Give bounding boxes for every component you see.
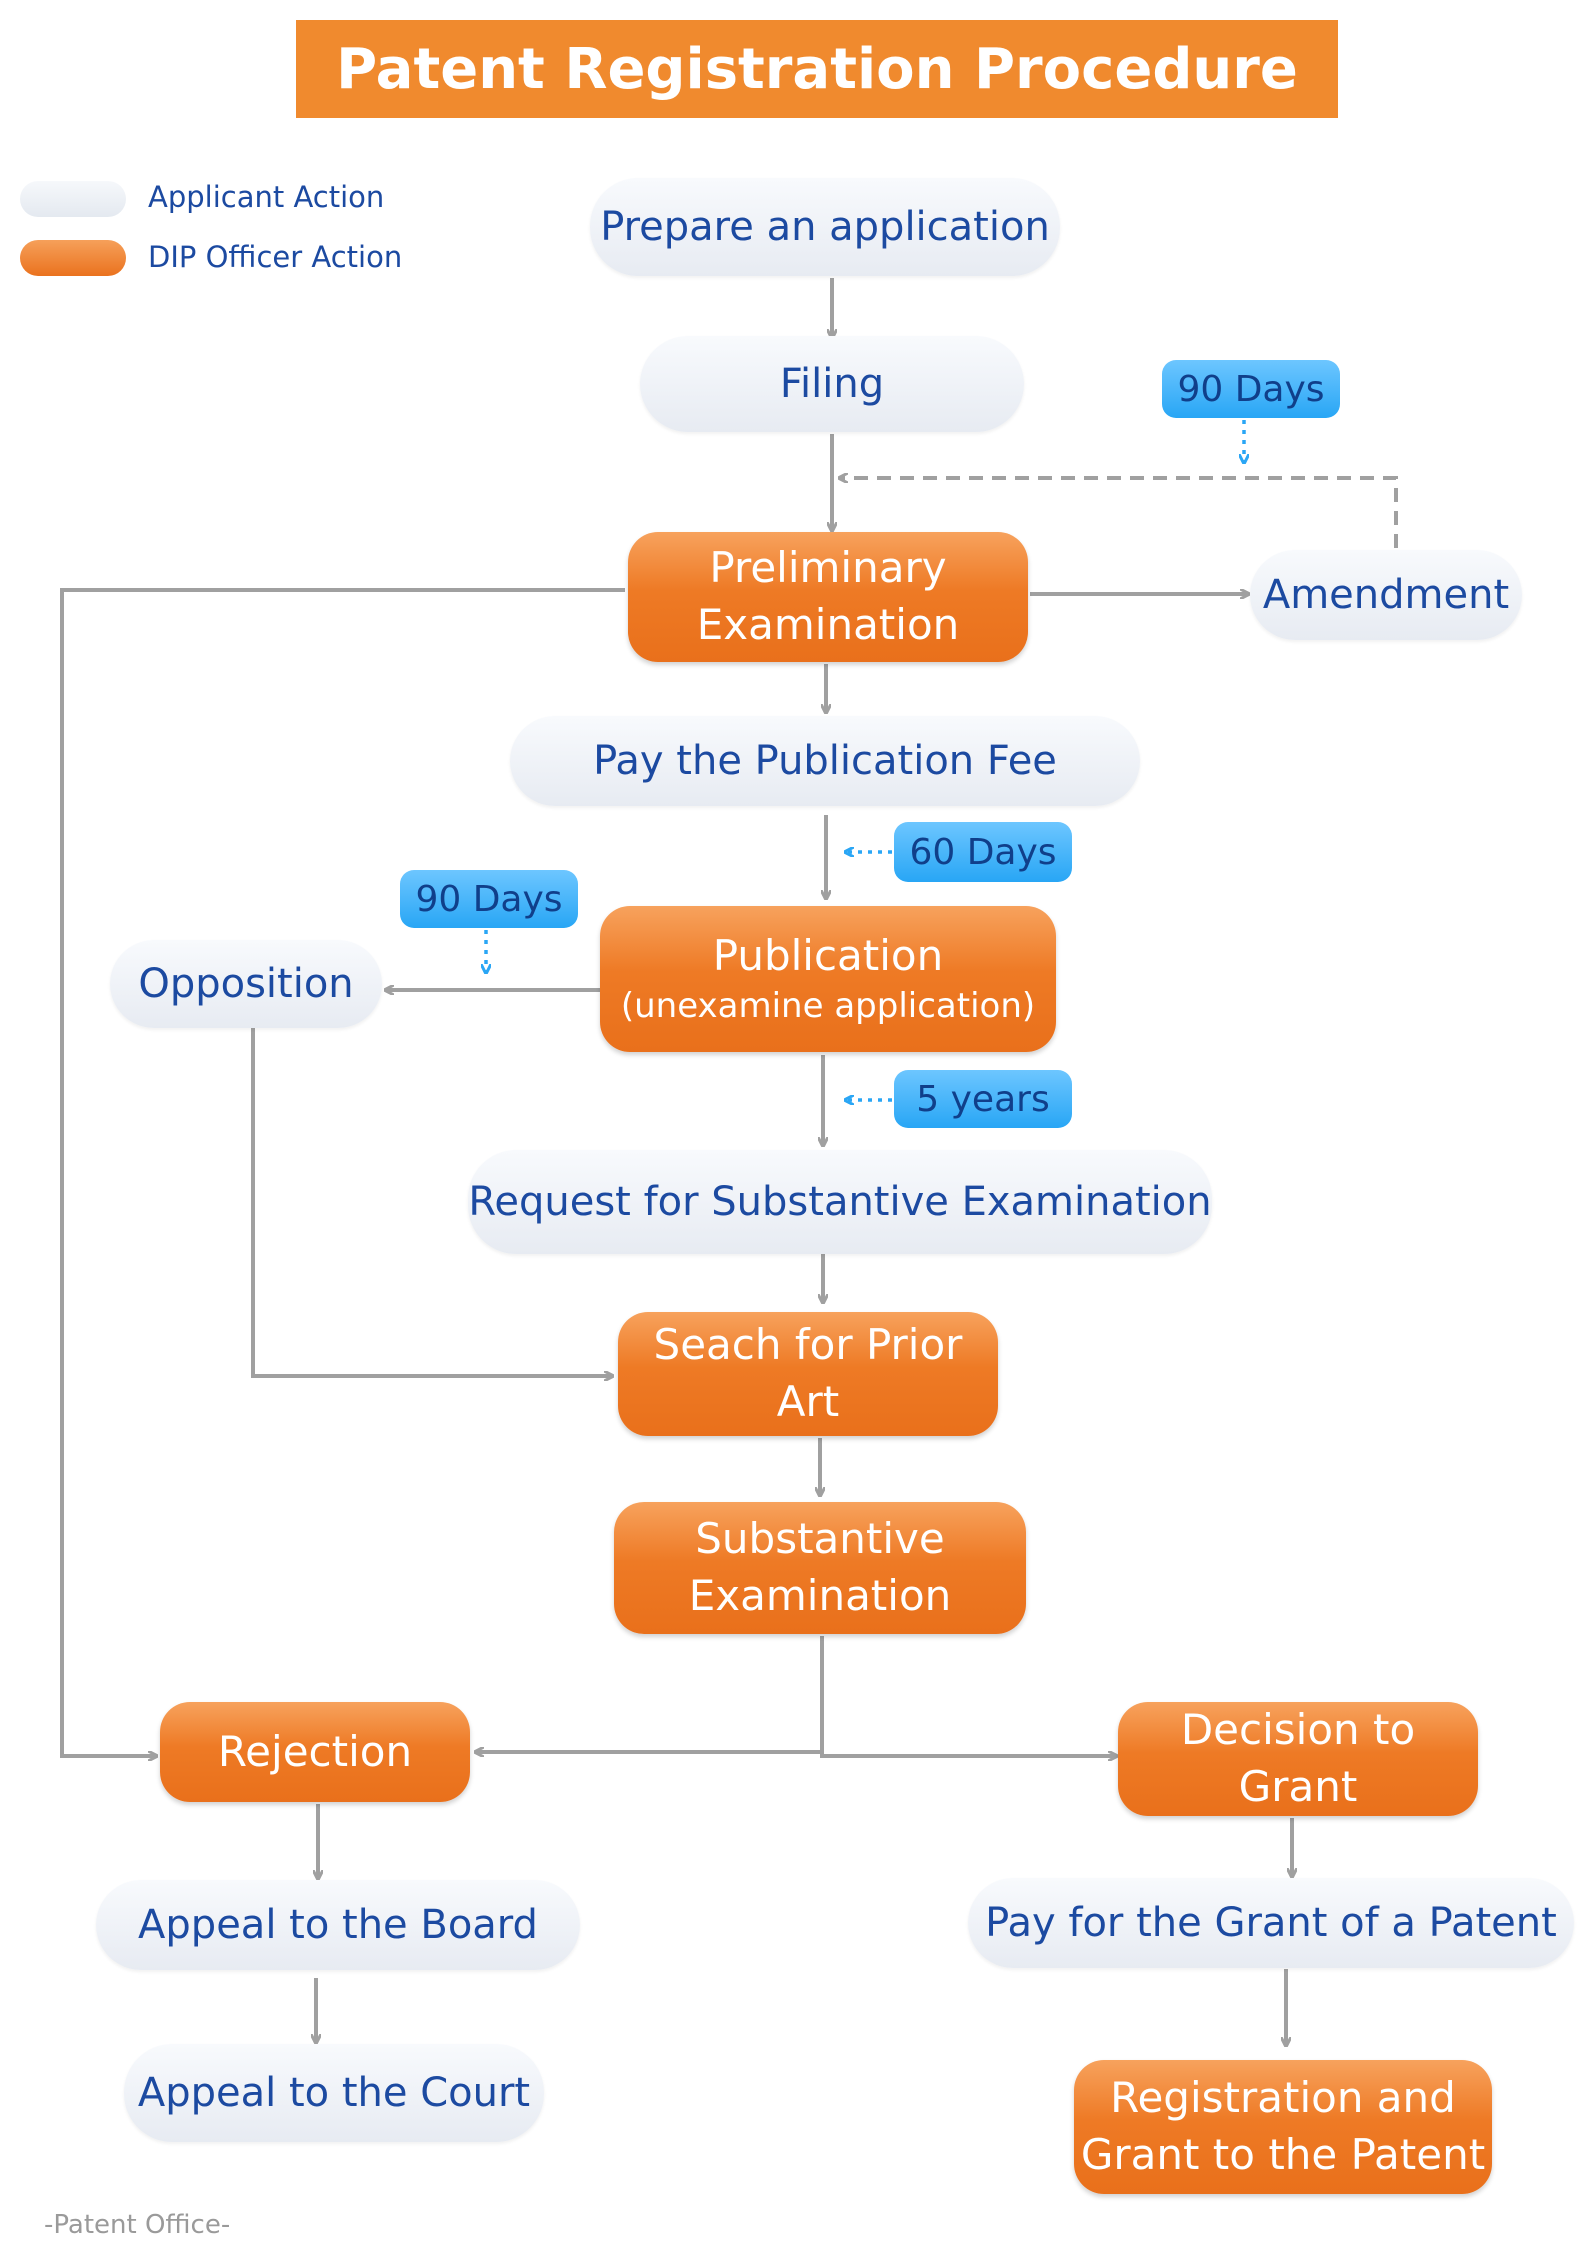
node-preliminary-examination[interactable]: Preliminary Examination (628, 532, 1028, 662)
node-publication-sublabel: (unexamine application) (621, 984, 1035, 1030)
node-amendment[interactable]: Amendment (1250, 550, 1522, 640)
arrow-to-decision-grant (822, 1752, 1116, 1756)
badge-90-days-amendment: 90 Days (1162, 360, 1340, 418)
node-preliminary-line1: Preliminary (709, 540, 946, 597)
node-request-substantive-examination[interactable]: Request for Substantive Examination (468, 1150, 1212, 1254)
node-appeal-board-label: Appeal to the Board (138, 1898, 538, 1952)
node-search-prior-art[interactable]: Seach for Prior Art (618, 1312, 998, 1436)
node-decision-grant-label: Decision to Grant (1118, 1702, 1478, 1815)
legend-officer-swatch (20, 240, 126, 276)
node-prepare-application-label: Prepare an application (600, 200, 1050, 254)
node-rejection[interactable]: Rejection (160, 1702, 470, 1802)
node-registration-line1: Registration and (1110, 2070, 1456, 2127)
node-appeal-board[interactable]: Appeal to the Board (96, 1880, 580, 1970)
legend-officer-label: DIP Officer Action (148, 240, 402, 274)
badge-5-years: 5 years (894, 1070, 1072, 1128)
node-appeal-court[interactable]: Appeal to the Court (124, 2044, 544, 2142)
legend-applicant-swatch (20, 181, 126, 217)
node-filing[interactable]: Filing (640, 336, 1024, 432)
node-publication[interactable]: Publication (unexamine application) (600, 906, 1056, 1052)
node-amendment-label: Amendment (1263, 568, 1509, 622)
badge-60-days: 60 Days (894, 822, 1072, 882)
node-pay-grant-label: Pay for the Grant of a Patent (985, 1896, 1557, 1950)
node-publication-label: Publication (713, 928, 944, 985)
node-prepare-application[interactable]: Prepare an application (590, 178, 1060, 276)
node-decision-grant[interactable]: Decision to Grant (1118, 1702, 1478, 1816)
node-appeal-court-label: Appeal to the Court (138, 2066, 530, 2120)
node-pay-publication-fee[interactable]: Pay the Publication Fee (510, 716, 1140, 806)
page-title: Patent Registration Procedure (296, 20, 1338, 118)
node-rejection-label: Rejection (218, 1724, 412, 1781)
node-request-substantive-examination-label: Request for Substantive Examination (468, 1175, 1211, 1229)
node-registration-line2: Grant to the Patent (1081, 2127, 1485, 2184)
node-opposition-label: Opposition (138, 957, 353, 1011)
node-registration-grant[interactable]: Registration and Grant to the Patent (1074, 2060, 1492, 2194)
badge-90-days-opposition: 90 Days (400, 870, 578, 928)
node-pay-publication-fee-label: Pay the Publication Fee (593, 734, 1057, 788)
legend-applicant-label: Applicant Action (148, 180, 384, 214)
node-opposition[interactable]: Opposition (110, 940, 382, 1028)
node-substantive-line1: Substantive (695, 1511, 944, 1568)
node-substantive-line2: Examination (689, 1568, 952, 1625)
node-pay-grant[interactable]: Pay for the Grant of a Patent (968, 1878, 1574, 1968)
node-substantive-examination[interactable]: Substantive Examination (614, 1502, 1026, 1634)
footer-source: -Patent Office- (44, 2210, 230, 2240)
node-preliminary-line2: Examination (697, 597, 960, 654)
node-filing-label: Filing (780, 357, 884, 411)
node-search-prior-art-label: Seach for Prior Art (618, 1317, 998, 1430)
